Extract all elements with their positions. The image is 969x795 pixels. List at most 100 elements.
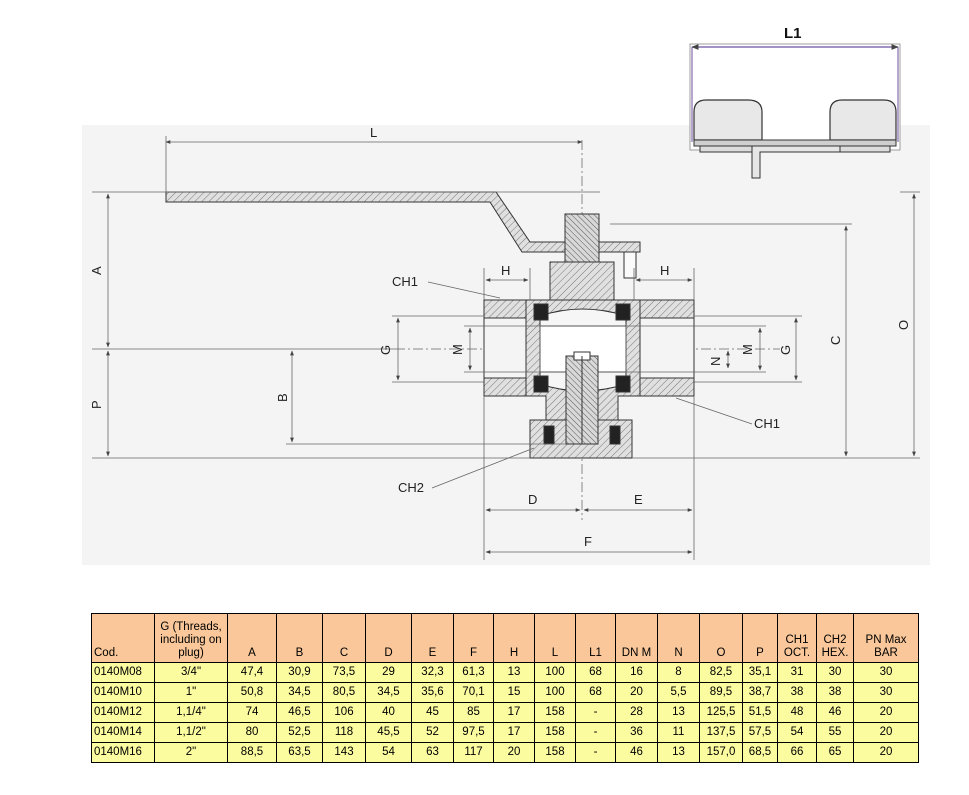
table-cell: 30 [853,662,919,683]
header-cell: N [657,613,700,663]
table-cell: 17 [493,722,535,743]
table-cell: 68 [575,682,616,703]
header-cell: PN Max BAR [853,613,919,663]
table-cell: 20 [853,742,919,763]
table-cell: 17 [493,702,535,723]
table-cell: 38,7 [742,682,778,703]
table-cell: 54 [777,722,817,743]
table-cell: 34,5 [276,682,323,703]
dimension-lines [92,136,920,560]
label-CH1-top: CH1 [392,274,418,289]
table-cell: 137,5 [699,722,743,743]
table-cell: - [575,722,616,743]
table-cell: 73,5 [322,662,366,683]
table-cell: 48 [777,702,817,723]
table-cell: 143 [322,742,366,763]
label-M-right: M [740,344,755,355]
header-cell: H [493,613,535,663]
table-cell: 13 [493,662,535,683]
table-cell: 88,5 [227,742,277,763]
label-M-left: M [450,344,465,355]
table-cell: 80 [227,722,277,743]
label-H-right: H [660,263,669,278]
table-cell: 11 [657,722,700,743]
table-cell: 63,5 [276,742,323,763]
header-cell: L [534,613,576,663]
table-cell: 65 [816,742,854,763]
table-cell: 34,5 [365,682,412,703]
label-B: B [275,393,290,402]
table-cell: 100 [534,682,576,703]
table-cell: 106 [322,702,366,723]
header-cell: B [276,613,323,663]
table-cell: 54 [365,742,412,763]
table-cell: 29 [365,662,412,683]
table-cell: 16 [615,662,658,683]
cell-code: 0140M10 [91,682,155,703]
table-cell: 30 [853,682,919,703]
header-cell: E [411,613,454,663]
table-cell: 52,5 [276,722,323,743]
table-cell: 61,3 [453,662,494,683]
label-L: L [370,125,377,140]
table-cell: - [575,702,616,723]
header-cell: Cod. [91,613,155,663]
table-cell: 52 [411,722,454,743]
table-cell: 55 [816,722,854,743]
table-cell: 5,5 [657,682,700,703]
table-cell: 47,4 [227,662,277,683]
header-cell: CH1 OCT. [777,613,817,663]
table-cell: 1" [154,682,228,703]
table-cell: 89,5 [699,682,743,703]
table-cell: 13 [657,742,700,763]
table-cell: 36 [615,722,658,743]
label-P: P [89,400,104,409]
label-G-left: G [378,345,393,355]
header-cell: L1 [575,613,616,663]
table-cell: 45 [411,702,454,723]
dimensions-table: Cod. G (Threads, including on plug) A B … [91,613,919,763]
table-cell: 45,5 [365,722,412,743]
cell-code: 0140M14 [91,722,155,743]
table-cell: 68,5 [742,742,778,763]
table-cell: - [575,742,616,763]
table-cell: 20 [493,742,535,763]
header-cell: O [699,613,743,663]
label-G-right: G [778,345,793,355]
table-cell: 63 [411,742,454,763]
table-cell: 70,1 [453,682,494,703]
label-CH2: CH2 [398,480,424,495]
table-cell: 28 [615,702,658,723]
label-L1: L1 [784,25,802,42]
table-cell: 3/4" [154,662,228,683]
table-cell: 57,5 [742,722,778,743]
table-cell: 20 [615,682,658,703]
table-cell: 158 [534,722,576,743]
table-cell: 50,8 [227,682,277,703]
table-cell: 51,5 [742,702,778,723]
table-cell: 85 [453,702,494,723]
table-cell: 2" [154,742,228,763]
cell-code: 0140M08 [91,662,155,683]
table-cell: 117 [453,742,494,763]
table-cell: 97,5 [453,722,494,743]
table-cell: 35,6 [411,682,454,703]
handle-inset [689,43,901,179]
table-cell: 40 [365,702,412,723]
label-E: E [634,492,643,507]
table-cell: 118 [322,722,366,743]
table-cell: 30 [816,662,854,683]
header-cell: DN M [615,613,658,663]
label-CH1-bottom: CH1 [754,416,780,431]
table-cell: 46,5 [276,702,323,723]
table-cell: 35,1 [742,662,778,683]
table-cell: 100 [534,662,576,683]
header-cell: CH2 HEX. [816,613,854,663]
table-cell: 30,9 [276,662,323,683]
table-cell: 38 [777,682,817,703]
